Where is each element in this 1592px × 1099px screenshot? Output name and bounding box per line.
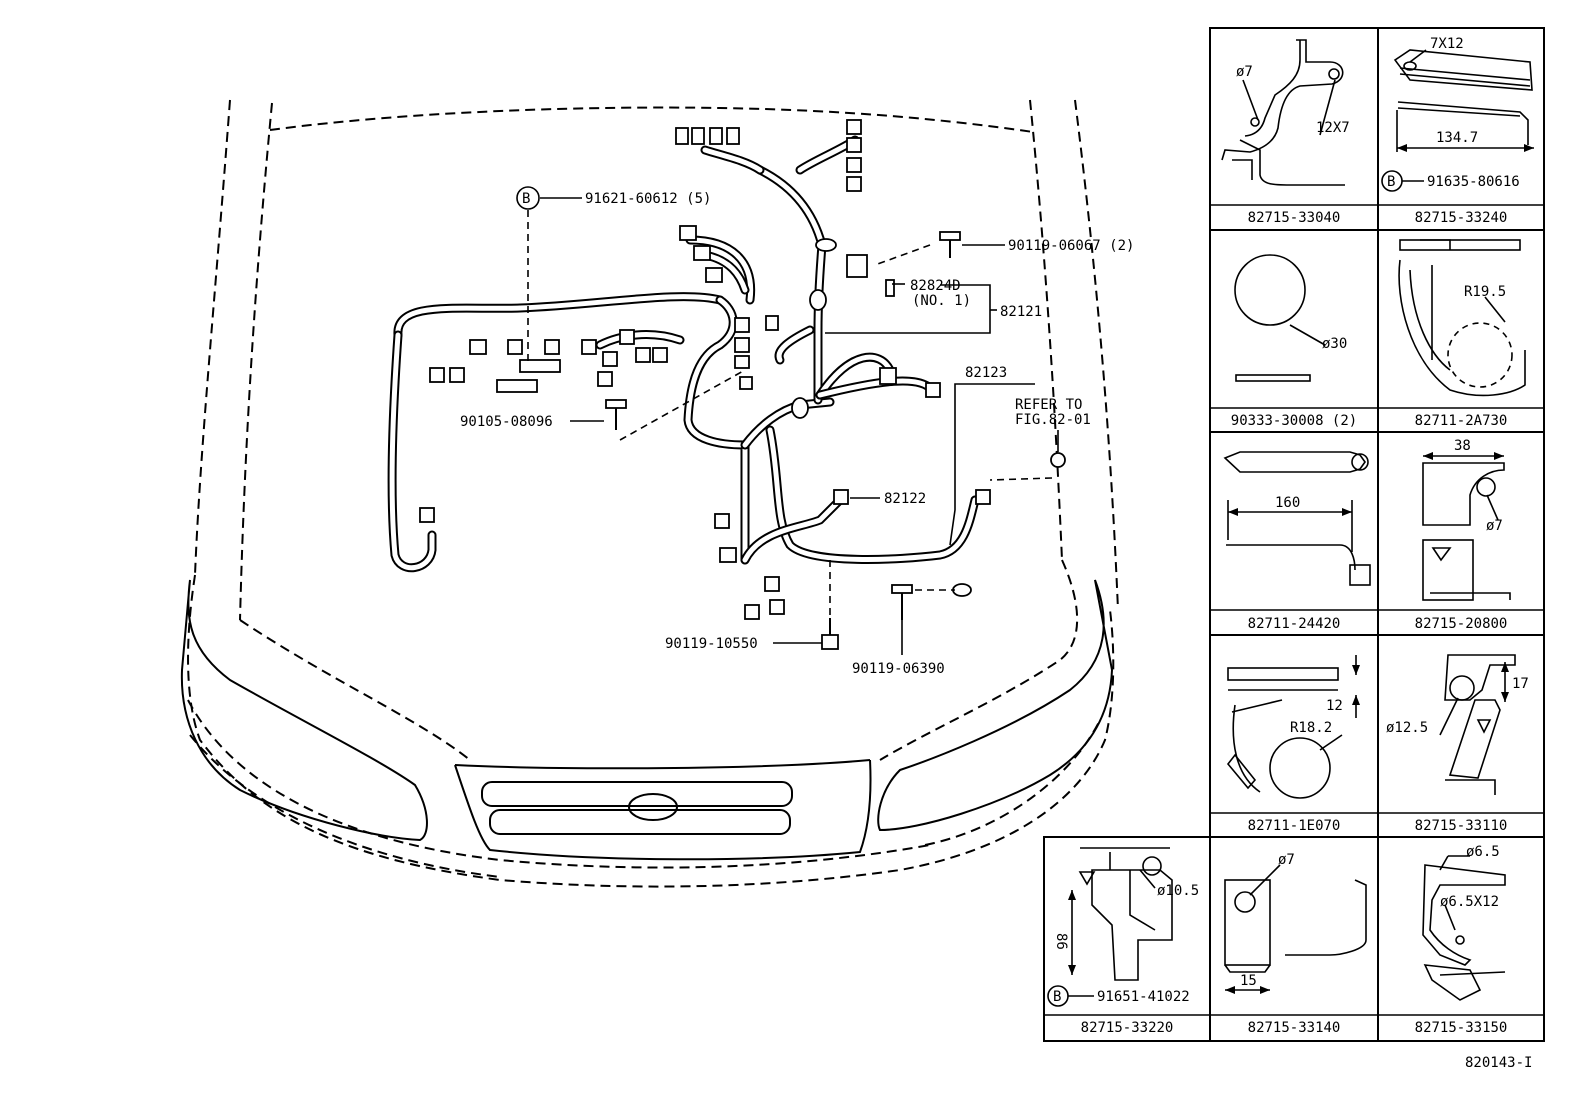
part-number: 82715-33240 — [1415, 210, 1508, 226]
part-cell-82715-33240: 7X12 134.7 B 91635-80616 82715-33240 — [1381, 36, 1534, 226]
part-cell-90333-30008: ø30 90333-30008 (2) — [1231, 254, 1357, 429]
part-cell-82715-33140: ø7 15 82715-33140 — [1224, 852, 1367, 1036]
circle-b-badge: B — [1387, 174, 1395, 190]
car-body-outline — [187, 99, 1119, 888]
front-fascia — [180, 579, 1114, 861]
dim-text: 7X12 — [1430, 36, 1464, 52]
part-cell-82711-1E070: 12 R18.2 82711-1E070 — [1226, 655, 1360, 834]
dim-text: 12X7 — [1316, 120, 1350, 136]
dim-text: 86 — [1053, 933, 1069, 950]
dim-text: 17 — [1512, 676, 1529, 692]
part-number: 82715-33220 — [1081, 1020, 1174, 1036]
part-cell-82711-2A730: R19.5 82711-2A730 — [1398, 239, 1526, 429]
sub-part-number: 91635-80616 — [1427, 174, 1520, 190]
dim-text: ø10.5 — [1157, 883, 1199, 899]
part-cell-82711-24420: 160 82711-24420 — [1223, 451, 1371, 632]
dim-text: ø6.5 — [1466, 844, 1500, 860]
part-number: 82711-2A730 — [1415, 413, 1508, 429]
part-cell-82715-33220: ø10.5 86 B 91651-41022 82715-33220 — [1047, 847, 1199, 1036]
part-number: 82715-33040 — [1248, 210, 1341, 226]
label-part-82123: 82123 — [965, 365, 1007, 381]
part-number: 82711-24420 — [1248, 616, 1341, 632]
dim-text: ø7 — [1236, 64, 1253, 80]
label-refer-line2: FIG.82-01 — [1015, 412, 1091, 428]
dim-text: ø7 — [1486, 518, 1503, 534]
part-number: 82715-33110 — [1415, 818, 1508, 834]
wire-harness — [387, 119, 1066, 620]
dim-text: ø12.5 — [1386, 720, 1428, 736]
circle-b-badge: B — [1053, 989, 1061, 1005]
part-number: 82715-20800 — [1415, 616, 1508, 632]
dim-text: R18.2 — [1290, 720, 1332, 736]
part-number: 90333-30008 (2) — [1231, 413, 1357, 429]
callout-labels: B 91621-60612 (5) 90119-06067 (2) 82824D… — [460, 191, 1134, 677]
label-part-82824d-note: (NO. 1) — [912, 293, 971, 309]
dim-text: ø6.5X12 — [1440, 894, 1499, 910]
dim-text: 160 — [1275, 495, 1300, 511]
label-bolt-90105: 90105-08096 — [460, 414, 553, 430]
dim-text: 15 — [1240, 973, 1257, 989]
circle-b-badge: B — [522, 191, 530, 207]
dim-text: 134.7 — [1436, 130, 1478, 146]
diagram-code: 820143-I — [1465, 1055, 1532, 1071]
part-cell-82715-33150: ø6.5 ø6.5X12 82715-33150 — [1415, 844, 1508, 1036]
label-part-82824d: 82824D — [910, 278, 961, 294]
label-part-82122: 82122 — [884, 491, 926, 507]
label-bolt-91621: 91621-60612 (5) — [585, 191, 711, 207]
bolt-icon — [605, 231, 961, 650]
part-cell-82715-33040: ø7 12X7 82715-33040 — [1221, 39, 1350, 226]
part-number: 82715-33150 — [1415, 1020, 1508, 1036]
dim-text: 38 — [1454, 438, 1471, 454]
dim-text: ø7 — [1278, 852, 1295, 868]
dim-text: ø30 — [1322, 336, 1347, 352]
part-cell-82715-33110: 17 ø12.5 82715-33110 — [1386, 654, 1529, 834]
dim-text: 12 — [1326, 698, 1343, 714]
label-refer-line1: REFER TO — [1015, 397, 1082, 413]
label-bolt-90119-10550: 90119-10550 — [665, 636, 758, 652]
leader-lines — [516, 186, 1059, 655]
label-bolt-90119-06390: 90119-06390 — [852, 661, 945, 677]
sub-part-number: 91651-41022 — [1097, 989, 1190, 1005]
label-bolt-90119-06067: 90119-06067 (2) — [1008, 238, 1134, 254]
part-cell-82715-20800: 38 ø7 82715-20800 — [1415, 438, 1511, 632]
part-number: 82711-1E070 — [1248, 818, 1341, 834]
dim-text: R19.5 — [1464, 284, 1506, 300]
label-part-82121: 82121 — [1000, 304, 1042, 320]
part-number: 82715-33140 — [1248, 1020, 1341, 1036]
parts-table-grid — [1043, 27, 1545, 1042]
